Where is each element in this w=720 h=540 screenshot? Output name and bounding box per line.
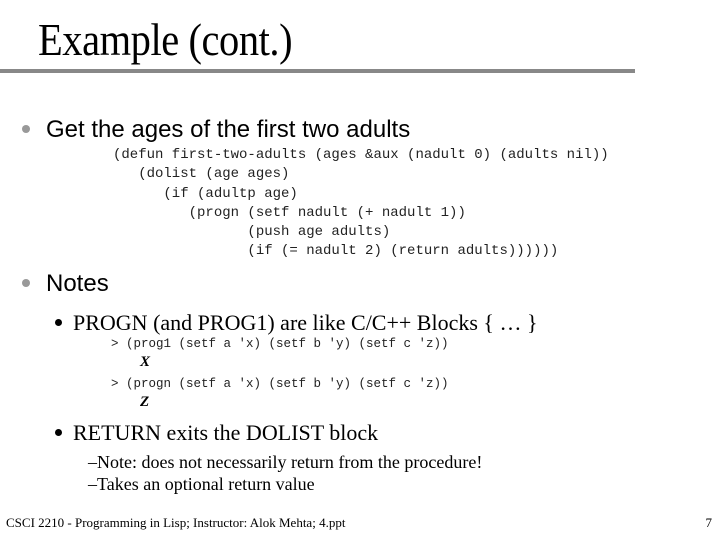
code-line: (defun first-two-adults (ages &aux (nadu… [113,147,609,163]
sub-bullet-return: RETURN exits the DOLIST block [55,420,378,446]
code-line: (if (adultp age) [113,185,298,202]
dash-item-optional: –Takes an optional return value [88,474,315,494]
result-progn: Z [140,394,150,410]
bullet-text: Notes [46,270,109,297]
bullet-dot-icon [55,319,62,327]
code-example-progn: > (progn (setf a 'x) (setf b 'y) (setf c… [111,377,449,391]
bullet-text: RETURN exits the DOLIST block [73,420,379,445]
title-underline [0,69,635,73]
footer-text: CSCI 2210 - Programming in Lisp; Instruc… [6,515,346,530]
code-line: (if (= nadult 2) (return adults)))))) [113,243,559,260]
bullet-notes: Notes [22,270,109,298]
bullet-text: PROGN (and PROG1) are like C/C++ Blocks … [73,310,538,335]
bullet-dot-icon [22,278,30,287]
bullet-dot-icon [22,124,30,133]
result-prog1: X [140,354,151,370]
bullet-get-ages: Get the ages of the first two adults [22,116,410,144]
bullet-dot-icon [55,429,62,437]
code-line: (push age adults) [113,224,391,241]
dash-item-note: –Note: does not necessarily return from … [88,452,483,472]
code-line: (progn (setf nadult (+ nadult 1)) [113,204,466,221]
code-line: (dolist (age ages) [113,166,290,183]
sub-bullet-progn: PROGN (and PROG1) are like C/C++ Blocks … [55,310,538,336]
slide-title: Example (cont.) [38,15,293,65]
bullet-text: Get the ages of the first two adults [46,116,411,143]
code-example-prog1: > (prog1 (setf a 'x) (setf b 'y) (setf c… [111,337,449,351]
code-block-defun: (defun first-two-adults (ages &aux (nadu… [113,146,609,262]
page-number: 7 [705,515,713,530]
